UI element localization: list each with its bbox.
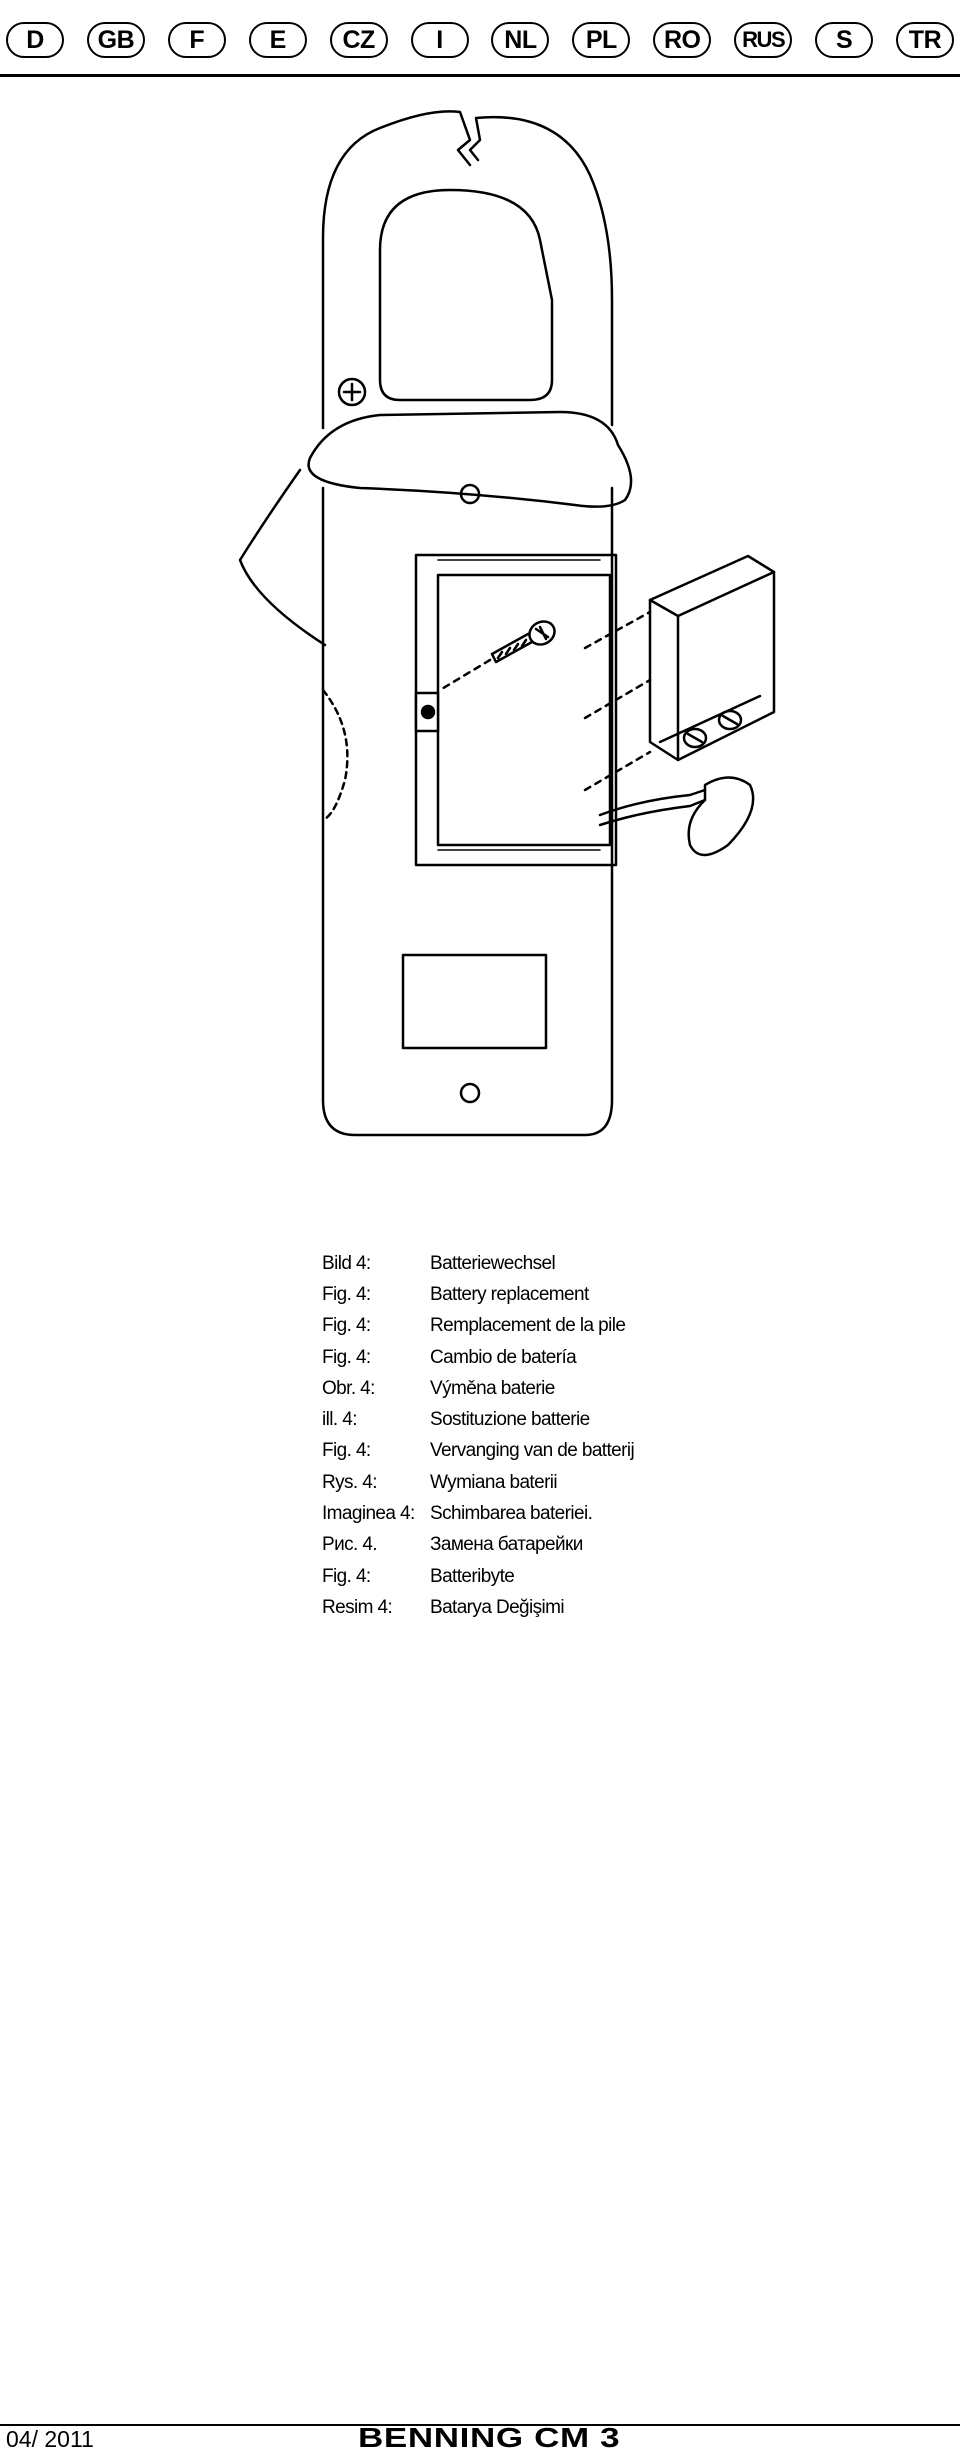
caption-label: Fig. 4: xyxy=(322,1346,371,1368)
lang-tab-ro[interactable]: RO xyxy=(653,22,712,58)
caption-row: Fig. 4: Remplacement de la pile xyxy=(322,1311,634,1342)
caption-text: Wymiana baterii xyxy=(430,1471,558,1493)
caption-label: ill. 4: xyxy=(322,1409,357,1431)
caption-row: Fig. 4: Battery replacement xyxy=(322,1279,634,1310)
lang-tab-nl[interactable]: NL xyxy=(491,22,550,58)
caption-text: Vervanging van de batterij xyxy=(430,1440,635,1462)
caption-text: Замена батарейки xyxy=(430,1534,583,1556)
caption-row: Resim 4: Batarya Değişimi xyxy=(322,1592,634,1623)
lang-tab-i[interactable]: I xyxy=(410,22,469,58)
caption-label: Fig. 4: xyxy=(322,1440,371,1462)
meter-body xyxy=(321,486,614,1137)
display-window xyxy=(401,953,548,1050)
caption-row: Bild 4: Batteriewechsel xyxy=(322,1248,634,1279)
jaw-opening xyxy=(378,188,554,402)
battery-clip xyxy=(687,776,755,857)
caption-label: Fig. 4: xyxy=(322,1565,371,1587)
lang-tab-gb[interactable]: GB xyxy=(86,22,145,58)
caption-row: Rys. 4: Wymiana baterii xyxy=(322,1467,634,1498)
battery-icon xyxy=(648,554,776,762)
lang-tab-cz[interactable]: CZ xyxy=(329,22,388,58)
caption-text: Schimbarea bateriei. xyxy=(430,1503,593,1525)
lang-tab-pl[interactable]: PL xyxy=(572,22,631,58)
caption-row: Рис. 4. Замена батарейки xyxy=(322,1530,634,1561)
lang-tab-tr[interactable]: TR xyxy=(895,22,954,58)
trigger-lever xyxy=(238,468,327,647)
caption-label: Resim 4: xyxy=(322,1596,393,1618)
footer-date: 04/ 2011 xyxy=(6,2426,94,2452)
lang-tab-f[interactable]: F xyxy=(167,22,226,58)
battery-wire xyxy=(598,788,707,817)
header-rule xyxy=(0,74,960,77)
lang-tab-d[interactable]: D xyxy=(6,22,64,58)
caption-text: Batteribyte xyxy=(430,1565,515,1587)
caption-row: Obr. 4: Výměna baterie xyxy=(322,1373,634,1404)
collar-band xyxy=(307,410,633,508)
language-tabs: D GB F E CZ I NL PL RO RUS S TR xyxy=(6,20,954,60)
caption-row: Imaginea 4: Schimbarea bateriei. xyxy=(322,1498,634,1529)
caption-label: Fig. 4: xyxy=(322,1315,371,1337)
footer-rule xyxy=(0,2424,960,2426)
footer-brand: BENNING CM 3 xyxy=(358,2422,621,2453)
screw-icon xyxy=(490,620,556,664)
lang-tab-s[interactable]: S xyxy=(815,22,874,58)
caption-label: Fig. 4: xyxy=(322,1283,371,1305)
caption-row: Fig. 4: Batteribyte xyxy=(322,1561,634,1592)
caption-row: Fig. 4: Cambio de batería xyxy=(322,1342,634,1373)
battery-compartment-inner xyxy=(436,573,612,847)
caption-row: Fig. 4: Vervanging van de batterij xyxy=(322,1436,635,1467)
figure-captions: Bild 4: Batteriewechsel Fig. 4: Battery … xyxy=(322,1248,635,1624)
caption-label: Рис. 4. xyxy=(322,1534,378,1556)
caption-text: Sostituzione batterie xyxy=(430,1409,590,1431)
caption-text: Remplacement de la pile xyxy=(430,1315,626,1337)
side-grip xyxy=(321,688,349,822)
clamp-meter-illustration xyxy=(238,110,776,1137)
caption-label: Imaginea 4: xyxy=(322,1503,415,1525)
plus-icon xyxy=(337,377,367,407)
caption-text: Batteriewechsel xyxy=(430,1252,556,1274)
caption-label: Rys. 4: xyxy=(322,1471,378,1493)
lang-tab-e[interactable]: E xyxy=(248,22,307,58)
caption-text: Battery replacement xyxy=(430,1283,589,1305)
caption-text: Výměna baterie xyxy=(430,1377,555,1399)
caption-row: ill. 4: Sostituzione batterie xyxy=(322,1404,634,1435)
clamp-jaw-outline xyxy=(321,110,614,430)
caption-label: Obr. 4: xyxy=(322,1377,375,1399)
caption-text: Batarya Değişimi xyxy=(430,1596,565,1618)
battery-compartment-outer xyxy=(414,553,618,867)
caption-text: Cambio de batería xyxy=(430,1346,577,1368)
caption-label: Bild 4: xyxy=(322,1252,371,1274)
lang-tab-rus[interactable]: RUS xyxy=(734,22,793,58)
